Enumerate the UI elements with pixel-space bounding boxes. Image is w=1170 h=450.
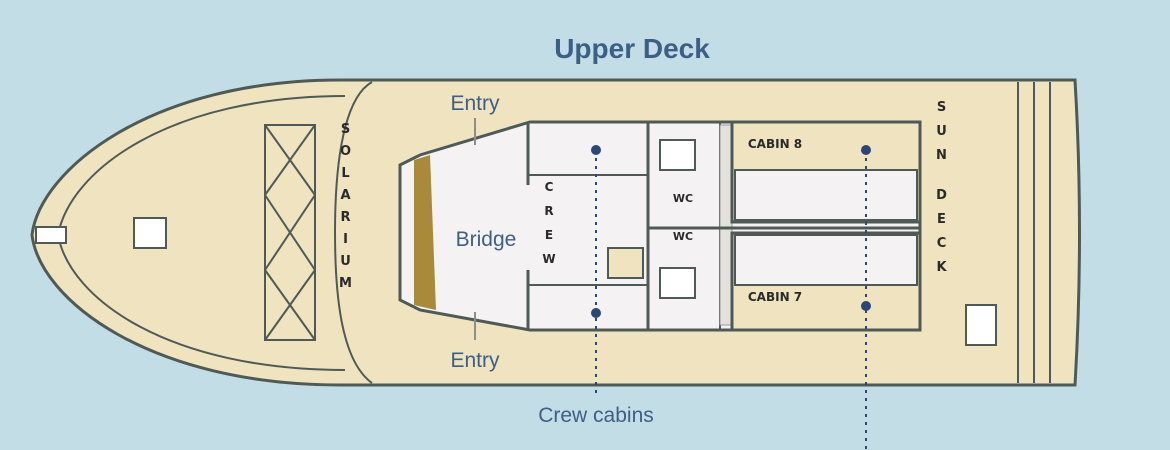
stairs	[719, 124, 733, 326]
wc-top-fixture	[659, 139, 696, 171]
cabin-8-label: CABIN 8	[748, 137, 802, 151]
crew-cabins-label: Crew cabins	[538, 404, 654, 427]
bridge-console	[414, 155, 436, 310]
cabin-7-label: CABIN 7	[748, 290, 802, 304]
crew-cabin-pointer	[595, 150, 867, 450]
wc-bottom-fixture	[659, 267, 696, 299]
location-markers	[591, 145, 871, 318]
bridge-label: Bridge	[456, 228, 517, 251]
deck-title: Upper Deck	[554, 33, 710, 64]
deck-box	[965, 304, 997, 346]
cabin-7-bed	[734, 234, 918, 286]
solarium-divider	[333, 81, 373, 384]
entry-bottom-label: Entry	[450, 349, 500, 372]
sun-label: SUN	[934, 100, 949, 172]
crew-label: CREW	[542, 180, 556, 276]
cabin-8-bed	[734, 169, 918, 221]
deck-label: DECK	[934, 188, 949, 284]
galley-unit	[607, 247, 644, 279]
wc-bottom-label: WC	[673, 230, 693, 243]
anchor-icon	[35, 226, 67, 244]
winch-icon	[264, 124, 316, 341]
stern-ladder	[1017, 82, 1051, 383]
entry-top-label: Entry	[450, 92, 500, 115]
hatch-icon	[133, 217, 167, 249]
wc-top-label: WC	[673, 192, 693, 205]
solarium-label: SOLARIUM	[338, 122, 353, 298]
